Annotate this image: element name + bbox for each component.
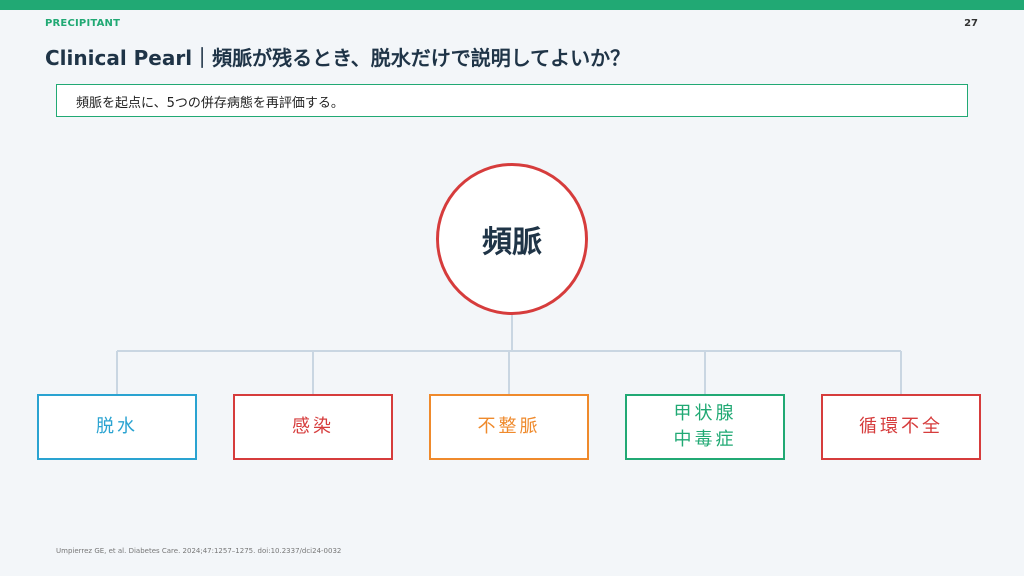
slide-title: Clinical Pearl｜頻脈が残るとき、脱水だけで説明してよいか？ <box>45 46 631 70</box>
node-infection: 感染 <box>233 394 393 460</box>
center-node-label: 頻脈 <box>482 225 542 260</box>
subtitle-box: 頻脈を起点に、5つの併存病態を再評価する。 <box>56 84 968 117</box>
node-label-dehydration: 脱水 <box>96 416 138 437</box>
center-node-tachycardia: 頻脈 <box>436 163 588 315</box>
node-arrhythmia: 不整脈 <box>429 394 589 460</box>
citation: Umpierrez GE, et al. Diabetes Care. 2024… <box>56 547 342 555</box>
top-accent-bar <box>0 0 1024 10</box>
node-label-thyrotoxicosis: 甲状腺 中毒症 <box>673 403 737 450</box>
section-tag: PRECIPITANT <box>45 18 121 29</box>
node-circulatory-failure: 循環不全 <box>821 394 981 460</box>
page-number: 27 <box>964 18 978 29</box>
node-dehydration: 脱水 <box>37 394 197 460</box>
node-thyrotoxicosis: 甲状腺 中毒症 <box>625 394 785 460</box>
node-label-infection: 感染 <box>292 416 334 437</box>
node-label-arrhythmia: 不整脈 <box>477 416 541 437</box>
subtitle-text: 頻脈を起点に、5つの併存病態を再評価する。 <box>76 96 344 111</box>
node-label-circulatory-failure: 循環不全 <box>859 416 943 437</box>
